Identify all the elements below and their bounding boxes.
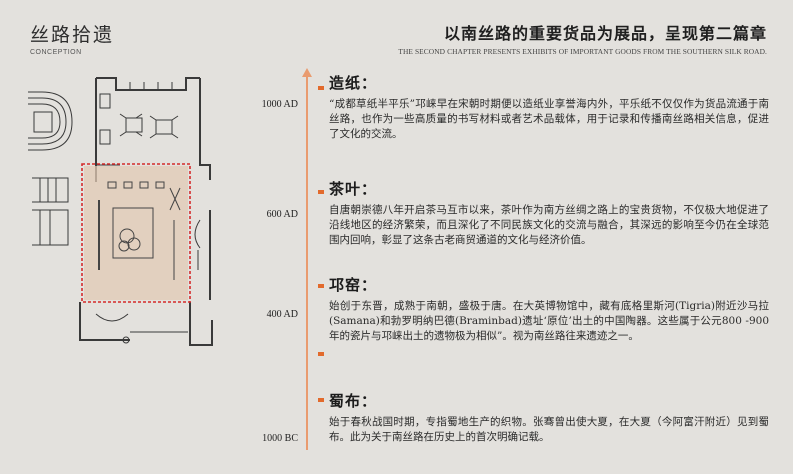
timeline-arrow-icon	[302, 68, 312, 77]
page-title: 以南丝路的重要货品为展品，呈现第二篇章	[443, 24, 767, 43]
section-subtitle: CONCEPTION	[30, 49, 82, 56]
section-heading: 造纸：	[329, 74, 378, 92]
header-right: 以南丝路的重要货品为展品，呈现第二篇章 THE SECOND CHAPTER P…	[398, 20, 767, 56]
timeline-marker	[318, 86, 324, 90]
timeline-marker	[318, 352, 324, 356]
year-label: 400 AD	[266, 309, 298, 320]
timeline-line	[306, 76, 308, 450]
timeline-marker	[318, 190, 324, 194]
section-heading: 邛窑：	[329, 276, 378, 294]
section-title: 丝路拾遗	[30, 24, 115, 46]
timeline-marker	[318, 284, 324, 288]
section-heading: 蜀布：	[329, 392, 378, 410]
section-qiong-kiln: 邛窑： 始创于东晋，成熟于南朝，盛极于唐。在大英博物馆中，藏有底格里斯河(Tig…	[329, 274, 769, 344]
section-paper: 造纸： “成都草纸半平乐”邛崃早在宋朝时期便以造纸业享誉海内外，平乐纸不仅仅作为…	[329, 72, 769, 142]
floor-plan-diagram	[28, 77, 213, 346]
section-text: 始于春秋战国时期，专指蜀地生产的织物。张骞曾出使大夏，在大夏（今阿富汗附近）见到…	[329, 416, 769, 443]
timeline-marker	[318, 398, 324, 402]
header-left: 丝路拾遗 CONCEPTION	[30, 20, 114, 56]
page-subtitle-english: THE SECOND CHAPTER PRESENTS EXHIBITS OF …	[398, 47, 767, 56]
section-text: “成都草纸半平乐”邛崃早在宋朝时期便以造纸业享誉海内外，平乐纸不仅仅作为货品流通…	[329, 98, 769, 140]
year-label: 1000 BC	[262, 433, 298, 444]
section-text: 自唐朝崇德八年开启茶马互市以来，茶叶作为南方丝绸之路上的宝贵货物，不仅极大地促进…	[329, 204, 769, 246]
year-label: 1000 AD	[261, 99, 298, 110]
section-text: 始创于东晋，成熟于南朝，盛极于唐。在大英博物馆中，藏有底格里斯河(Tigria)…	[329, 300, 769, 342]
year-label: 600 AD	[266, 209, 298, 220]
section-tea: 茶叶： 自唐朝崇德八年开启茶马互市以来，茶叶作为南方丝绸之路上的宝贵货物，不仅极…	[329, 178, 769, 248]
section-heading: 茶叶：	[329, 180, 378, 198]
section-shu-cloth: 蜀布： 始于春秋战国时期，专指蜀地生产的织物。张骞曾出使大夏，在大夏（今阿富汗附…	[329, 390, 769, 445]
